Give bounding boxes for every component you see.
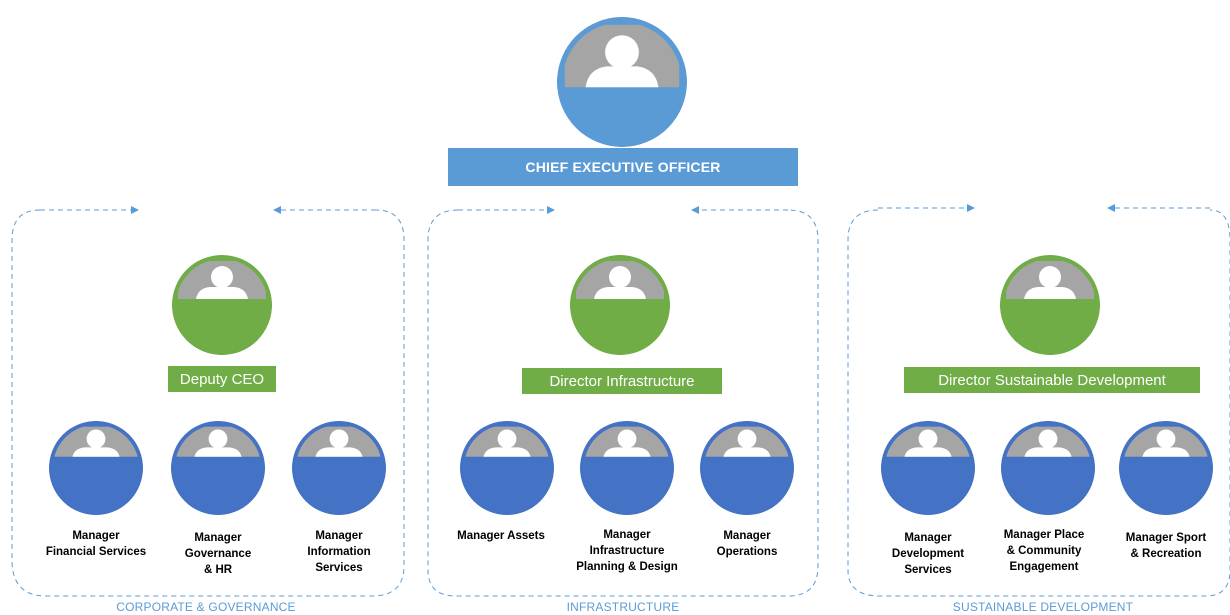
person-silhouette-icon [172,255,272,355]
person-silhouette-icon [580,421,674,515]
person-silhouette-icon [1001,421,1095,515]
person-silhouette-icon [570,255,670,355]
director-title-infrastructure: Director Infrastructure [522,368,722,394]
manager-avatar [292,421,386,515]
director-avatar-corporate [172,255,272,355]
department-name: CORPORATE & GOVERNANCE [116,600,296,614]
manager-avatar [460,421,554,515]
manager-avatar [580,421,674,515]
director-title-sustainable: Director Sustainable Development [904,367,1200,393]
director-title-corporate: Deputy CEO [168,366,276,392]
manager-avatar [1119,421,1213,515]
manager-title: Manager Sport & Recreation [1125,532,1207,560]
dept-frame-corporate [11,209,405,597]
person-silhouette-icon [292,421,386,515]
ceo-avatar [557,17,687,147]
person-silhouette-icon [1119,421,1213,515]
person-silhouette-icon [700,421,794,515]
manager-avatar [881,421,975,515]
manager-title: Manager Place & Community Engagement [1003,529,1085,573]
manager-title: Manager Operations [716,530,778,558]
person-silhouette-icon [557,17,687,147]
person-silhouette-icon [881,421,975,515]
manager-avatar [1001,421,1095,515]
manager-title: Manager Financial Services [45,530,147,558]
manager-avatar [49,421,143,515]
person-silhouette-icon [1000,255,1100,355]
ceo-title: CHIEF EXECUTIVE OFFICER [448,148,798,186]
person-silhouette-icon [171,421,265,515]
manager-title: Manager Assets [457,530,545,542]
manager-title: Manager Infrastructure Planning & Design [576,529,678,573]
manager-title: Manager Information Services [307,530,371,574]
manager-avatar [700,421,794,515]
director-avatar-sustainable [1000,255,1100,355]
department-name: SUSTAINABLE DEVELOPMENT [952,600,1134,614]
department-name: INFRASTRUCTURE [566,600,680,614]
person-silhouette-icon [49,421,143,515]
director-avatar-infrastructure [570,255,670,355]
person-silhouette-icon [460,421,554,515]
manager-avatar [171,421,265,515]
manager-title: Manager Development Services [891,532,965,576]
dept-frame-sustainable [847,209,1230,597]
dept-frame-infrastructure [427,209,819,597]
manager-title: Manager Governance & HR [184,532,252,576]
